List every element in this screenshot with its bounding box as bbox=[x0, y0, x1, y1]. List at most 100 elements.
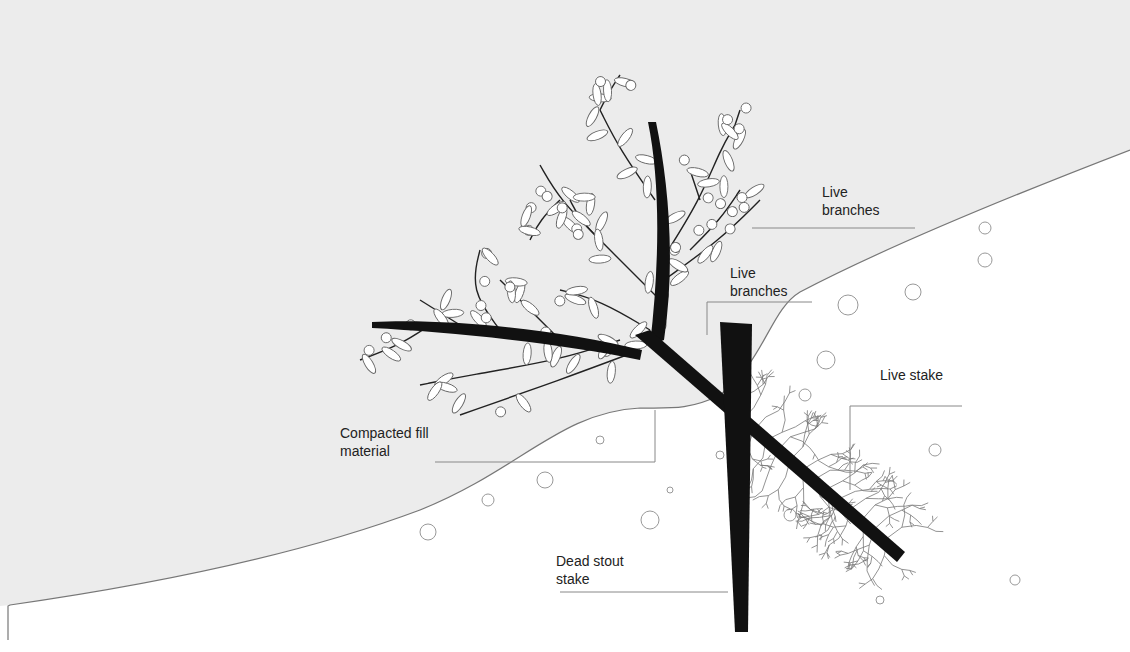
leaf bbox=[519, 204, 534, 227]
root bbox=[786, 497, 796, 500]
root bbox=[825, 545, 829, 553]
root bbox=[904, 576, 909, 579]
root bbox=[758, 372, 761, 378]
root bbox=[782, 420, 785, 432]
root bbox=[768, 459, 774, 460]
soil-particle bbox=[596, 436, 604, 444]
root bbox=[916, 525, 927, 527]
root bbox=[869, 482, 876, 490]
leaf bbox=[565, 285, 588, 297]
leaf bbox=[606, 361, 616, 384]
root bbox=[766, 411, 779, 417]
root bbox=[888, 490, 895, 499]
leaf bbox=[554, 295, 566, 307]
leaf bbox=[643, 176, 652, 198]
root bbox=[762, 503, 767, 508]
root bbox=[867, 563, 870, 566]
root bbox=[851, 444, 855, 450]
root bbox=[766, 503, 768, 508]
root bbox=[817, 415, 822, 418]
root bbox=[849, 499, 853, 503]
root bbox=[920, 507, 925, 509]
root bbox=[903, 480, 904, 486]
root bbox=[830, 470, 844, 471]
root bbox=[851, 444, 854, 450]
root bbox=[838, 465, 843, 470]
root bbox=[805, 510, 811, 512]
root bbox=[823, 512, 827, 514]
root bbox=[760, 467, 762, 472]
root bbox=[887, 488, 888, 498]
root bbox=[829, 538, 838, 545]
root bbox=[753, 469, 754, 479]
root bbox=[867, 571, 871, 579]
root bbox=[867, 559, 868, 571]
twig bbox=[540, 165, 660, 300]
leaf bbox=[570, 209, 592, 229]
leaf bbox=[573, 193, 595, 201]
leader-line bbox=[435, 410, 655, 462]
leaf bbox=[593, 228, 604, 251]
root bbox=[761, 384, 766, 395]
root bbox=[877, 586, 882, 590]
root bbox=[858, 559, 867, 564]
root bbox=[766, 375, 768, 384]
root bbox=[803, 514, 809, 517]
root bbox=[819, 515, 831, 517]
leaf bbox=[725, 205, 739, 219]
leaf bbox=[556, 201, 569, 214]
root bbox=[854, 550, 858, 558]
soil-particle bbox=[979, 222, 991, 234]
soil-particle bbox=[905, 284, 921, 300]
root bbox=[835, 555, 841, 558]
root bbox=[807, 538, 810, 543]
soil-particle bbox=[978, 253, 992, 267]
twig bbox=[690, 190, 740, 250]
leaf bbox=[697, 177, 720, 188]
root bbox=[863, 465, 870, 468]
root bbox=[825, 525, 826, 531]
root bbox=[928, 527, 936, 531]
root bbox=[871, 556, 872, 563]
soil-particle bbox=[667, 487, 673, 493]
root bbox=[863, 463, 872, 465]
leaf bbox=[479, 276, 490, 287]
root bbox=[829, 507, 832, 521]
root bbox=[818, 454, 831, 460]
root bbox=[792, 506, 797, 509]
root bbox=[811, 509, 813, 514]
root bbox=[807, 410, 808, 416]
root bbox=[798, 514, 803, 515]
root bbox=[846, 472, 852, 473]
root bbox=[845, 565, 851, 568]
root bbox=[872, 463, 879, 465]
root bbox=[783, 506, 784, 512]
root bbox=[813, 454, 815, 459]
root bbox=[837, 551, 841, 553]
leaf bbox=[425, 380, 444, 403]
leaf bbox=[503, 280, 517, 294]
soil-particles bbox=[420, 222, 1020, 604]
soil-particle bbox=[716, 451, 724, 459]
leader-lines bbox=[435, 228, 962, 592]
root bbox=[875, 499, 888, 505]
root bbox=[851, 565, 853, 570]
leaf bbox=[379, 331, 393, 345]
leaf bbox=[720, 176, 728, 198]
root bbox=[829, 463, 837, 467]
root bbox=[798, 511, 803, 514]
leaf bbox=[723, 222, 736, 235]
soil-particle bbox=[420, 524, 436, 540]
leader-line bbox=[707, 302, 812, 335]
root bbox=[831, 454, 840, 458]
leader-line bbox=[752, 228, 915, 229]
root bbox=[817, 418, 818, 426]
root bbox=[855, 489, 869, 491]
part-label: Live branches bbox=[822, 183, 902, 219]
leaf bbox=[692, 223, 706, 237]
soil-particle bbox=[784, 509, 796, 521]
leaf bbox=[722, 114, 734, 126]
root bbox=[824, 524, 834, 527]
root bbox=[893, 565, 902, 569]
root bbox=[778, 490, 780, 500]
